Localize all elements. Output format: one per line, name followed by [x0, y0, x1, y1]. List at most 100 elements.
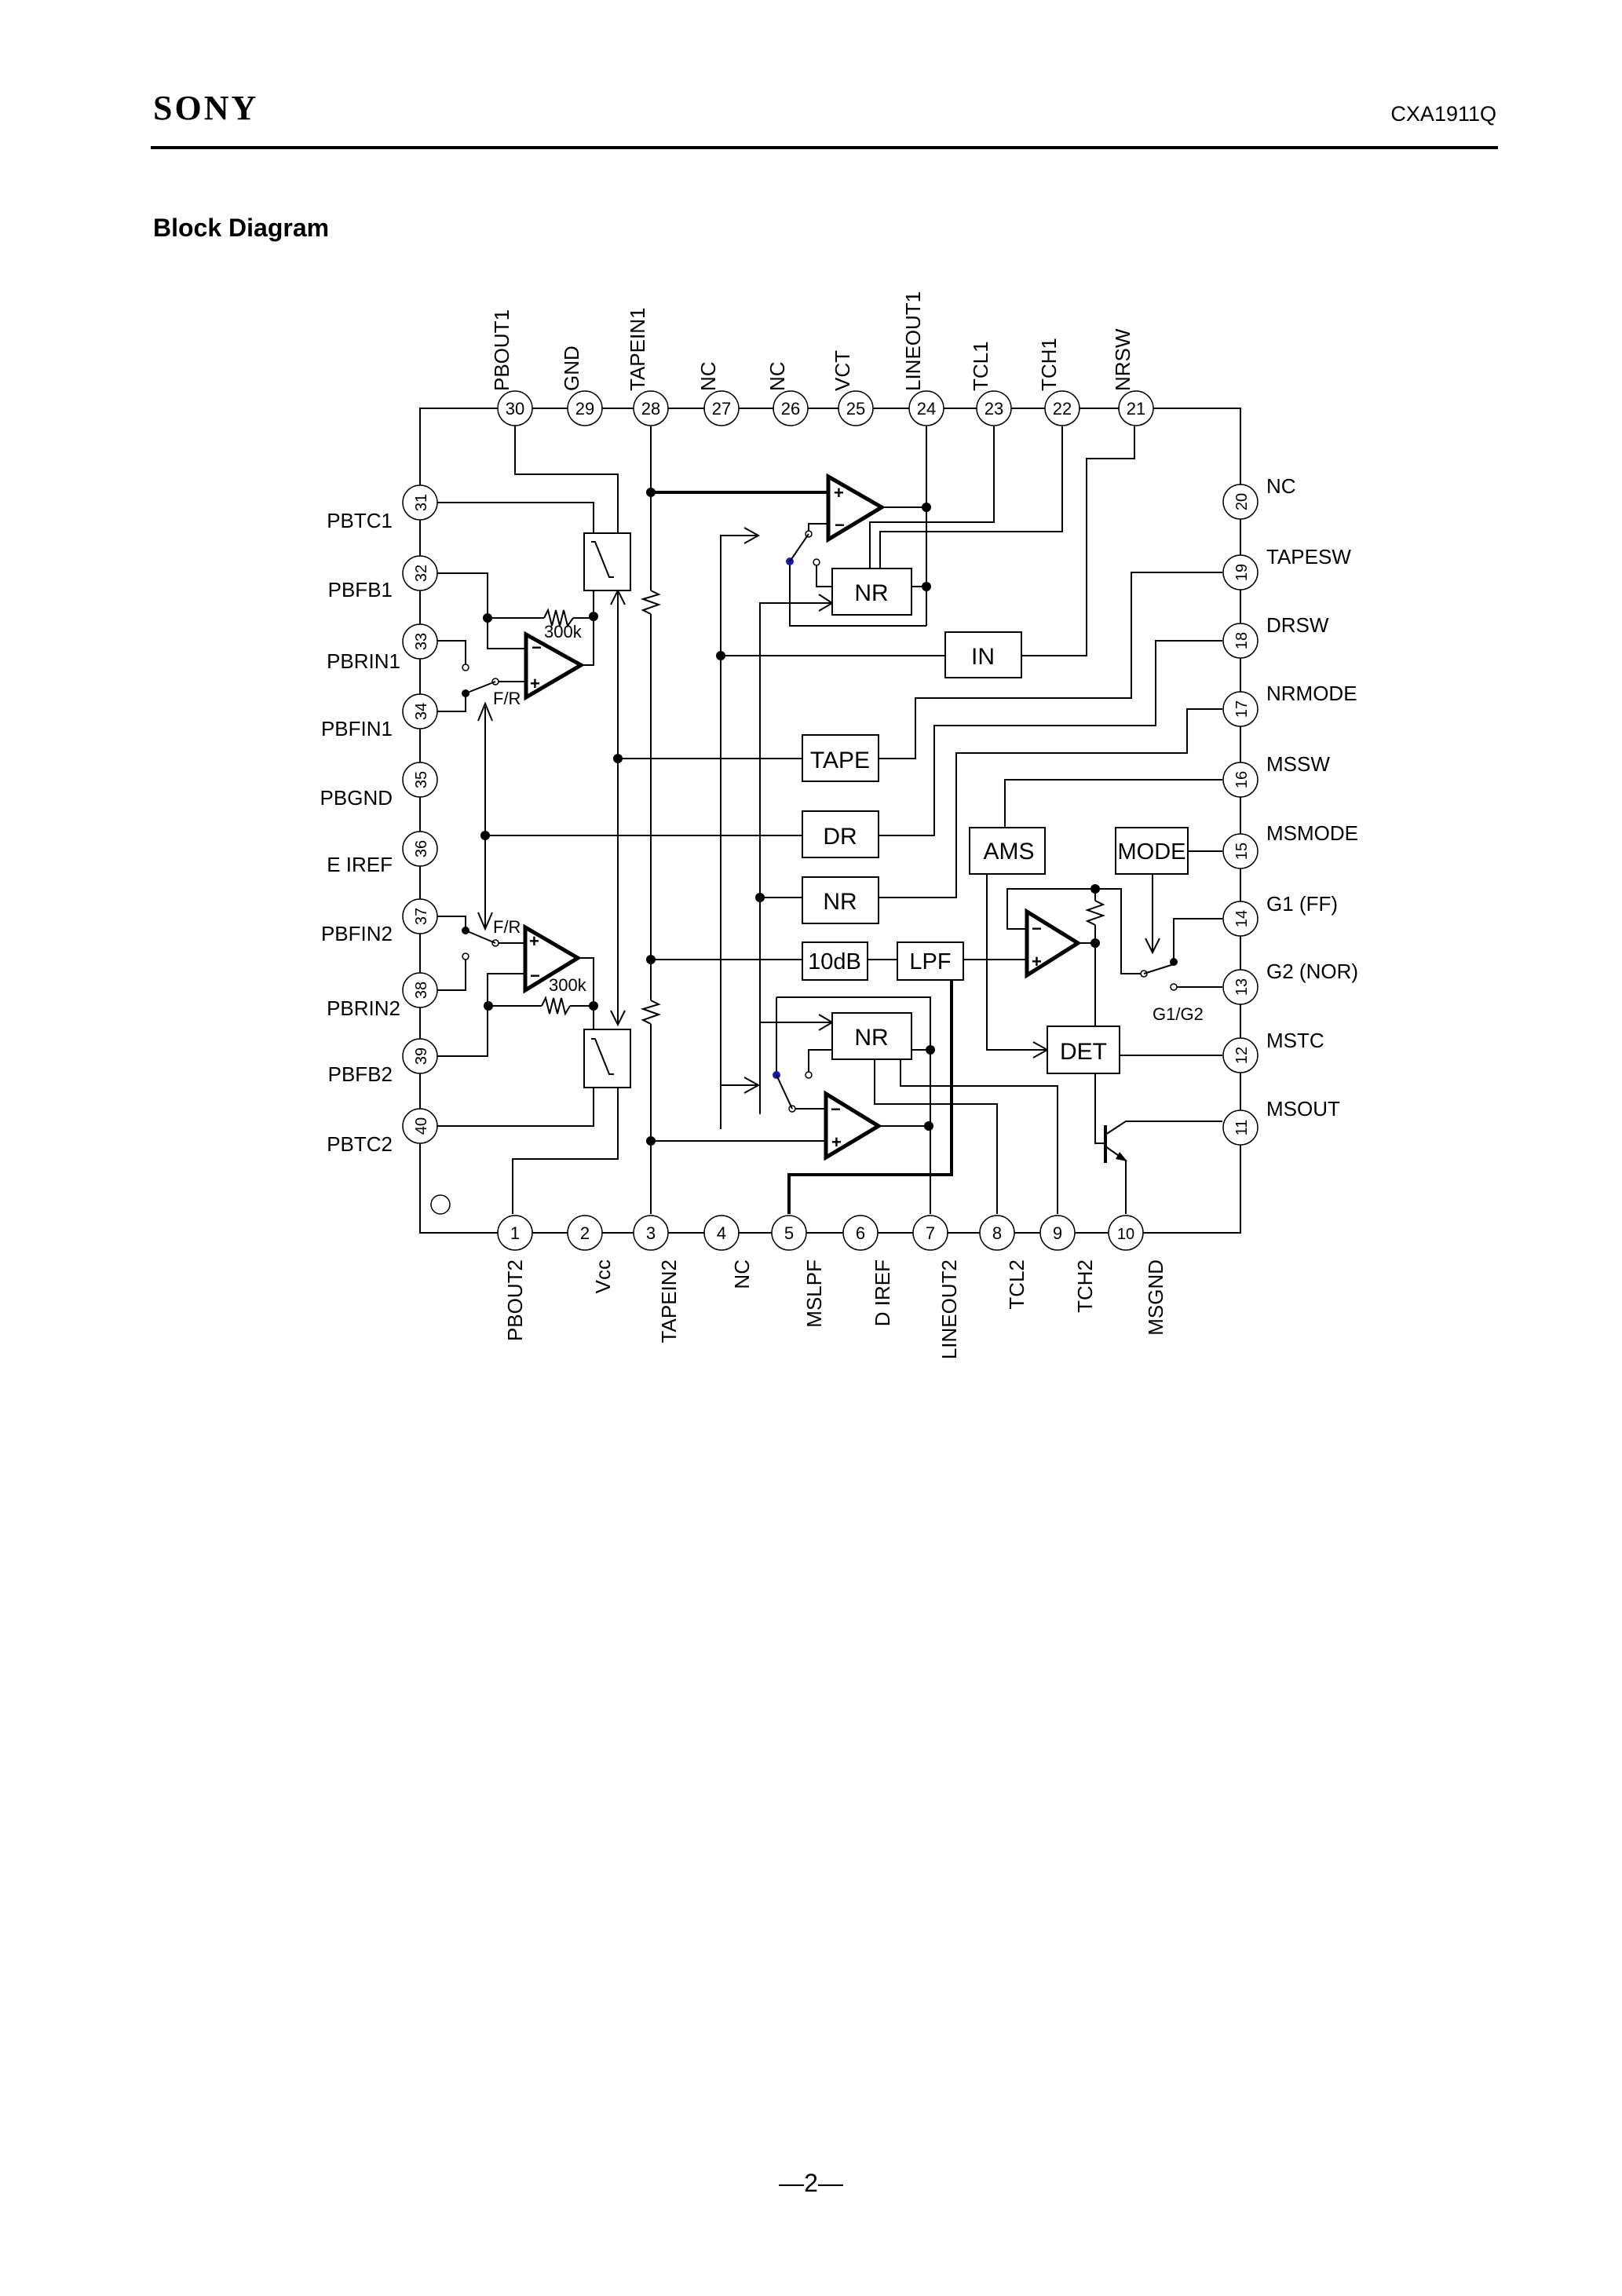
svg-text:18: 18 — [1233, 632, 1251, 649]
svg-text:NC: NC — [730, 1260, 754, 1289]
svg-text:26: 26 — [781, 399, 800, 419]
pin-4: 4NC — [703, 1215, 754, 1289]
svg-text:14: 14 — [1233, 910, 1251, 927]
svg-text:NC: NC — [1266, 474, 1296, 498]
switch-contacts — [462, 530, 1178, 1113]
svg-text:PBTC2: PBTC2 — [327, 1132, 393, 1156]
page-number: —2— — [779, 2169, 843, 2197]
svg-text:27: 27 — [712, 399, 731, 419]
block-nr-bottom: NR — [831, 1012, 912, 1060]
svg-text:−: − — [831, 1099, 841, 1119]
svg-text:31: 31 — [413, 494, 430, 511]
svg-text:24: 24 — [917, 399, 936, 419]
svg-text:20: 20 — [1233, 493, 1251, 510]
svg-text:9: 9 — [1053, 1223, 1062, 1243]
svg-text:NR: NR — [854, 1025, 888, 1051]
svg-text:TAPEIN1: TAPEIN1 — [626, 308, 649, 391]
part-number: CXA1911Q — [1390, 102, 1496, 126]
svg-text:NR: NR — [854, 580, 888, 606]
svg-text:PBGND: PBGND — [320, 786, 393, 810]
pin-20: 20 NC — [1222, 474, 1296, 520]
svg-text:28: 28 — [641, 399, 660, 419]
svg-text:37: 37 — [413, 908, 430, 925]
resistor-label-top: 300k — [544, 622, 583, 642]
svg-text:DRSW: DRSW — [1266, 613, 1329, 637]
svg-text:PBFIN1: PBFIN1 — [321, 717, 393, 740]
svg-text:−: − — [835, 515, 845, 535]
svg-text:TCL2: TCL2 — [1005, 1260, 1028, 1310]
svg-text:1: 1 — [510, 1223, 520, 1243]
block-nr-top: NR — [831, 568, 912, 616]
resistor-300k-top — [543, 608, 574, 628]
svg-text:30: 30 — [506, 399, 524, 419]
svg-text:10: 10 — [1117, 1226, 1134, 1243]
svg-text:17: 17 — [1233, 700, 1251, 718]
svg-text:Vcc: Vcc — [591, 1260, 615, 1293]
svg-text:8: 8 — [992, 1223, 1002, 1243]
switch-label-fr-top: F/R — [493, 689, 521, 708]
svg-text:TCH1: TCH1 — [1037, 338, 1061, 391]
svg-text:TAPESW: TAPESW — [1266, 545, 1351, 569]
opamp-line1: +− — [826, 473, 886, 543]
svg-text:PBFB1: PBFB1 — [328, 578, 393, 601]
svg-text:+: + — [831, 1132, 842, 1152]
pin-17: 17 NRMODE — [1222, 682, 1357, 727]
svg-text:DET: DET — [1060, 1039, 1107, 1065]
resistor-label-bottom: 300k — [549, 975, 587, 995]
junction-dots — [462, 488, 1178, 1146]
svg-text:5: 5 — [784, 1223, 794, 1243]
svg-text:22: 22 — [1053, 399, 1072, 419]
svg-text:NRSW: NRSW — [1111, 328, 1134, 391]
svg-text:LINEOUT2: LINEOUT2 — [937, 1260, 961, 1359]
block-nr-mid: NR — [802, 876, 879, 924]
header-rule — [151, 146, 1498, 149]
svg-text:34: 34 — [413, 703, 430, 720]
svg-text:39: 39 — [413, 1047, 430, 1065]
pin-14: 14 G1 (FF) — [1222, 892, 1338, 937]
svg-text:PBRIN1: PBRIN1 — [327, 649, 400, 673]
switch-label-fr-bottom: F/R — [493, 917, 521, 937]
section-title: Block Diagram — [153, 214, 330, 242]
filter-bottom — [583, 1029, 631, 1088]
svg-text:GND: GND — [560, 345, 583, 391]
sony-logo: SONY — [153, 89, 259, 127]
svg-text:NC: NC — [765, 361, 789, 391]
opamp-pb1: −+ — [524, 631, 586, 701]
svg-text:G1 (FF): G1 (FF) — [1266, 892, 1338, 916]
svg-text:3: 3 — [646, 1223, 656, 1243]
svg-text:25: 25 — [846, 399, 865, 419]
block-mode: MODE — [1115, 827, 1189, 875]
filter-top — [583, 532, 631, 591]
svg-text:13: 13 — [1233, 978, 1251, 996]
svg-text:6: 6 — [856, 1223, 865, 1243]
svg-text:IN: IN — [971, 644, 995, 670]
svg-text:NRMODE: NRMODE — [1266, 682, 1357, 705]
svg-text:16: 16 — [1233, 771, 1251, 788]
svg-text:15: 15 — [1233, 843, 1251, 860]
